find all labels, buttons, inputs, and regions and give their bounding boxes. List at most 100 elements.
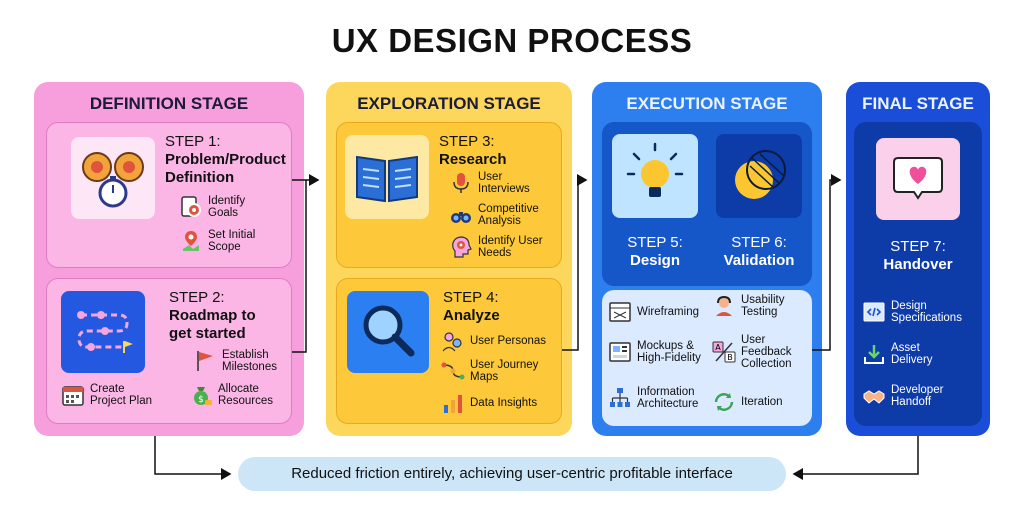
step-1-title: STEP 1: Problem/Product Definition — [165, 133, 286, 187]
step-4-tile — [347, 291, 429, 373]
item-line: Maps — [470, 371, 499, 383]
item-line: Analysis — [478, 215, 521, 227]
step-title-line: Analyze — [443, 307, 500, 324]
item-line: Collection — [741, 358, 792, 370]
step-title-line: Research — [439, 151, 507, 168]
step-title-line: Roadmap to — [169, 307, 256, 324]
step-6-title: STEP 6: Validation — [716, 234, 802, 270]
step-label: STEP 7: — [890, 238, 946, 255]
item-line: User — [478, 171, 503, 183]
item-line: Competitive — [478, 203, 539, 215]
item-line: Identify — [208, 195, 246, 207]
list-item: Mockups &High-Fidelity — [608, 340, 701, 364]
wireframe-icon — [609, 302, 631, 322]
page-title: UX DESIGN PROCESS — [331, 22, 693, 59]
goal-document-icon — [181, 196, 201, 217]
item-line: Architecture — [637, 398, 699, 410]
item-line: Wireframing — [637, 306, 699, 318]
step-label: STEP 4: — [443, 289, 499, 306]
heart-message-icon — [893, 157, 943, 200]
step-label: STEP 2: — [169, 289, 225, 306]
item-line: User Personas — [470, 335, 547, 347]
head-target-icon — [452, 236, 472, 258]
item-line: Handoff — [891, 396, 932, 408]
step-1-tile — [71, 137, 155, 219]
item-line: Milestones — [222, 361, 277, 373]
item-line: Delivery — [891, 354, 933, 366]
svg-text:B: B — [727, 353, 733, 362]
headset-user-icon — [716, 295, 732, 316]
step-7-title: STEP 7: Handover — [854, 238, 982, 274]
step-title-line: Validation — [723, 252, 795, 269]
stage-title: EXECUTION STAGE — [626, 94, 788, 113]
item-line: Goals — [208, 207, 239, 219]
execution-steps-panel: STEP 5: Design STEP 6: Validation — [602, 122, 812, 286]
step-5-tile — [612, 134, 698, 218]
item-line: Usability — [741, 294, 785, 306]
flag-icon — [197, 351, 213, 371]
item-line: Mockups & — [637, 340, 694, 352]
roadmap-path-icon — [77, 311, 133, 353]
step-1-card: STEP 1: Problem/Product Definition Ident… — [46, 122, 292, 268]
item-line: Set Initial — [208, 229, 256, 241]
step-title-line: Definition — [165, 169, 235, 186]
arrow-final-to-footer — [792, 436, 919, 480]
step-7-tile — [876, 138, 960, 220]
item-line: Data Insights — [470, 397, 538, 409]
step-3-title: STEP 3: Research — [439, 133, 507, 169]
definition-stage: DEFINITION STAGE STEP 1: Problem/Product… — [34, 82, 304, 436]
step-label: STEP 5: — [627, 234, 683, 251]
stage-title: EXPLORATION STAGE — [357, 94, 541, 113]
step-title-line: Handover — [883, 256, 953, 273]
item-line: Establish — [222, 349, 269, 361]
item-line: Needs — [478, 247, 512, 259]
sitemap-icon — [610, 388, 630, 407]
step-6-tile — [716, 134, 802, 218]
step-4-card: STEP 4: Analyze User Personas User Journ… — [336, 278, 562, 424]
step-4-title: STEP 4: Analyze — [443, 289, 500, 325]
arrow-definition-to-footer — [154, 436, 232, 480]
ab-test-icon: AB — [712, 341, 736, 363]
step-label: STEP 3: — [439, 133, 495, 150]
bar-chart-icon — [444, 395, 462, 413]
item-line: Project Plan — [90, 395, 153, 407]
item-line: Specifications — [891, 312, 962, 324]
step-title-line: get started — [169, 325, 246, 342]
open-book-icon — [356, 155, 418, 203]
step-2-card: STEP 2: Roadmap to get started Establish… — [46, 278, 292, 424]
item-line: User Journey — [470, 359, 539, 371]
binoculars-icon — [451, 212, 471, 223]
item-line: Asset — [891, 342, 920, 354]
item-line: Resources — [218, 395, 273, 407]
item-line: Developer — [891, 384, 944, 396]
list-item: Wireframing — [608, 300, 699, 324]
svg-text:$: $ — [198, 395, 204, 405]
item-line: Identify User — [478, 235, 543, 247]
download-icon — [864, 345, 884, 364]
lightbulb-icon — [626, 142, 684, 197]
svg-text:A: A — [715, 343, 721, 352]
item-line: Design — [891, 300, 927, 312]
calendar-icon — [62, 386, 84, 406]
step-title-line: Problem/Product — [165, 151, 286, 168]
magnifier-icon — [363, 305, 415, 357]
code-window-icon — [863, 302, 885, 322]
validation-icon — [735, 150, 786, 199]
map-pin-icon — [183, 231, 199, 251]
mockup-icon — [609, 342, 631, 362]
journey-map-icon — [441, 362, 465, 380]
